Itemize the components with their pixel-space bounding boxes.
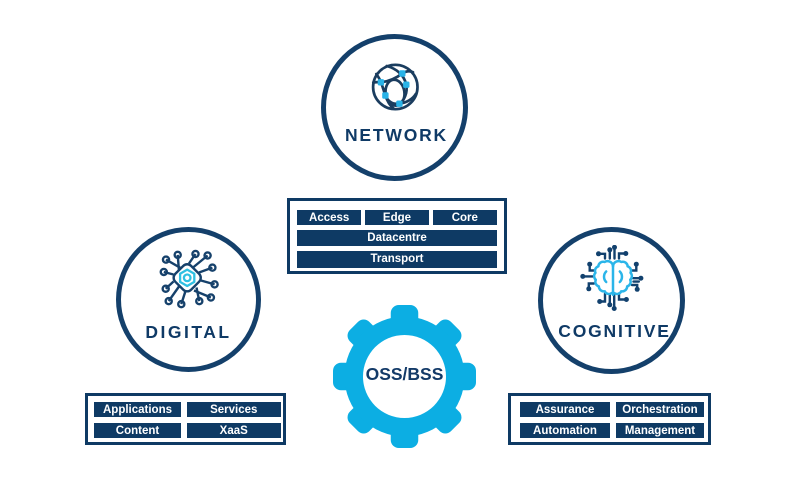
svg-text:OSS/BSS: OSS/BSS xyxy=(366,364,444,384)
